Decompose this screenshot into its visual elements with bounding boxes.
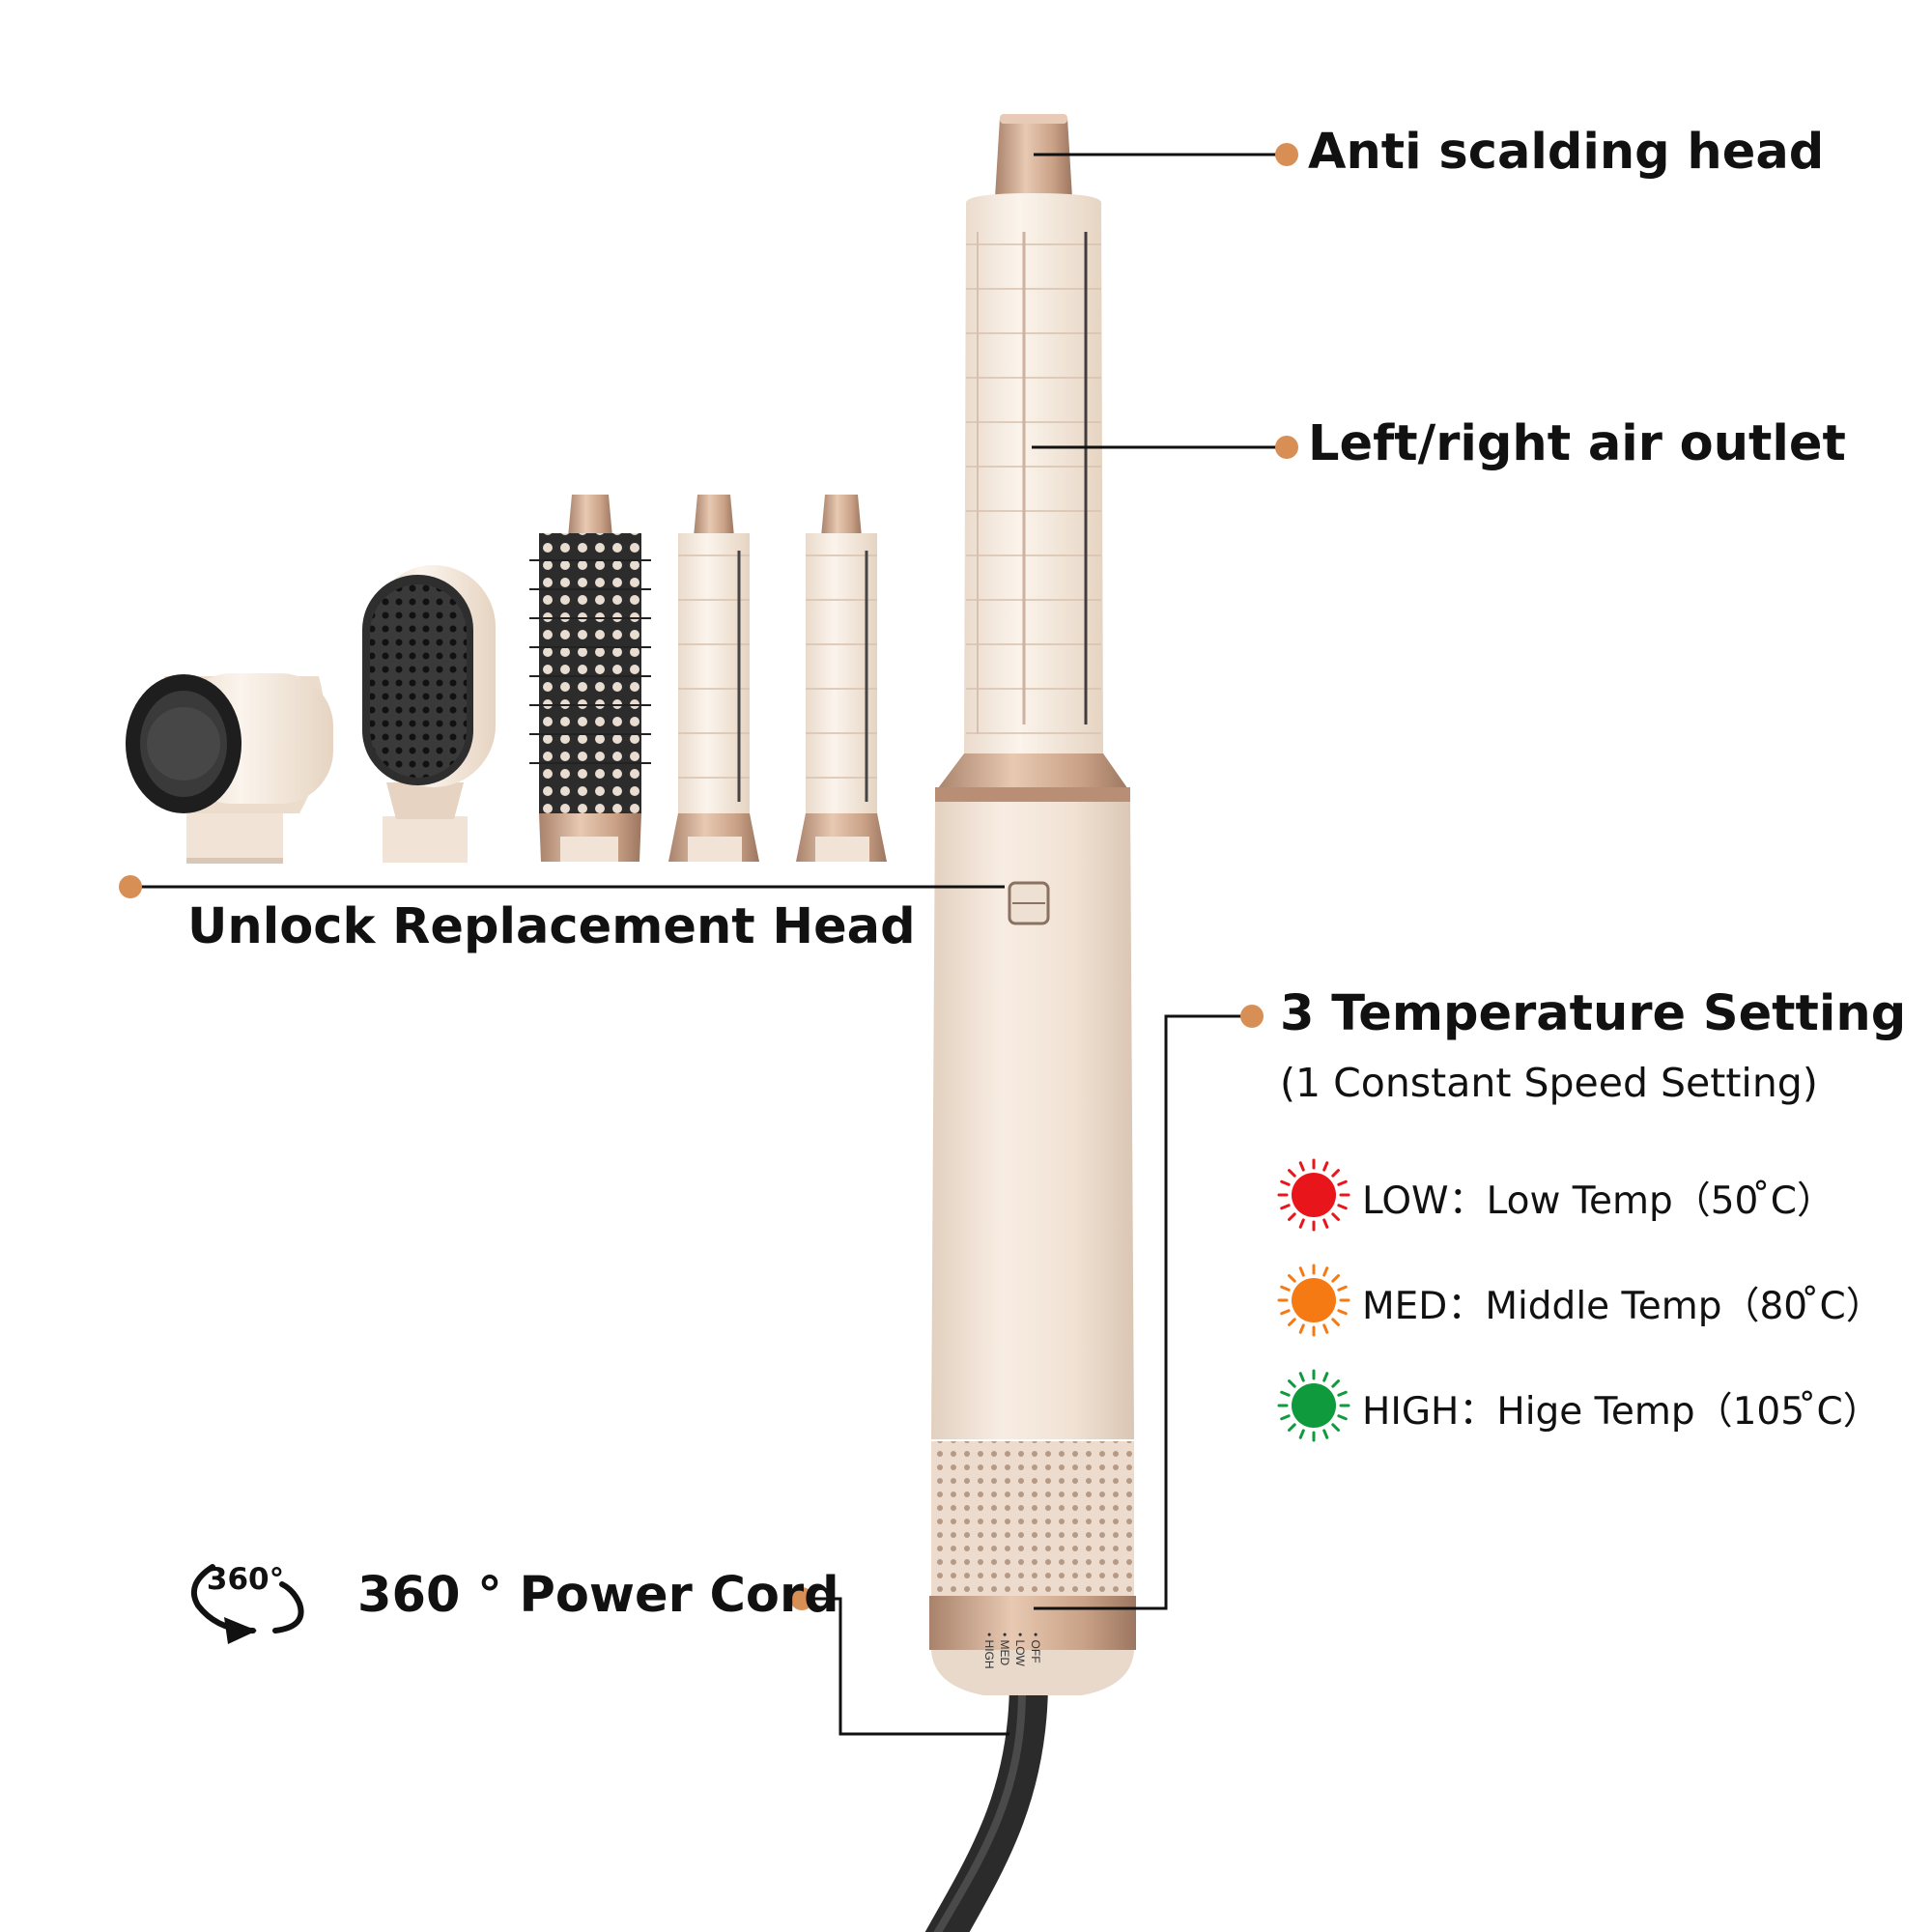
switch-label-off: • OFF bbox=[1029, 1633, 1042, 1663]
dot-power-cord bbox=[790, 1587, 813, 1610]
temp-row-med: MED：Middle Temp（80 ̊C） bbox=[1362, 1285, 1884, 1328]
rotation-360-label: 360° bbox=[207, 1562, 284, 1597]
indicator-low-icon bbox=[1277, 1158, 1350, 1232]
indicator-high-icon bbox=[1277, 1369, 1350, 1442]
callout-dots bbox=[119, 143, 1298, 1610]
label-anti-scalding-head: Anti scalding head bbox=[1308, 124, 1825, 181]
label-temperature-setting: 3 Temperature Setting bbox=[1280, 985, 1907, 1042]
dot-air-outlet bbox=[1275, 436, 1298, 459]
temp-row-high: HIGH：Hige Temp（105 ̊C） bbox=[1362, 1390, 1881, 1434]
label-power-cord: 360 ° Power Cord bbox=[357, 1567, 839, 1624]
indicator-med-icon bbox=[1277, 1264, 1350, 1337]
leader-lines bbox=[130, 153, 1287, 1736]
rotation-360-icon: 360° bbox=[191, 1562, 304, 1644]
power-cord bbox=[924, 1662, 1048, 1932]
dot-unlock-head bbox=[119, 875, 142, 898]
attachment-curler-left bbox=[668, 495, 759, 862]
label-constant-speed: (1 Constant Speed Setting) bbox=[1280, 1060, 1818, 1106]
dot-temp-setting bbox=[1240, 1005, 1264, 1028]
switch-label-low: • LOW bbox=[1013, 1633, 1027, 1667]
dot-anti-scalding bbox=[1275, 143, 1298, 166]
main-styler bbox=[929, 114, 1136, 1695]
attachment-curler-right bbox=[796, 495, 887, 862]
label-air-outlet: Left/right air outlet bbox=[1308, 415, 1846, 472]
switch-label-high: • HIGH bbox=[982, 1633, 996, 1669]
label-unlock-replacement-head: Unlock Replacement Head bbox=[187, 898, 916, 955]
switch-label-med: • MED bbox=[998, 1633, 1011, 1666]
attachment-concentrator bbox=[126, 673, 333, 864]
attachment-paddle-brush bbox=[362, 565, 496, 863]
attachment-round-brush bbox=[529, 495, 651, 862]
temperature-switch[interactable] bbox=[929, 1596, 1136, 1650]
temp-row-low: LOW：Low Temp（50 ̊C） bbox=[1362, 1179, 1834, 1223]
